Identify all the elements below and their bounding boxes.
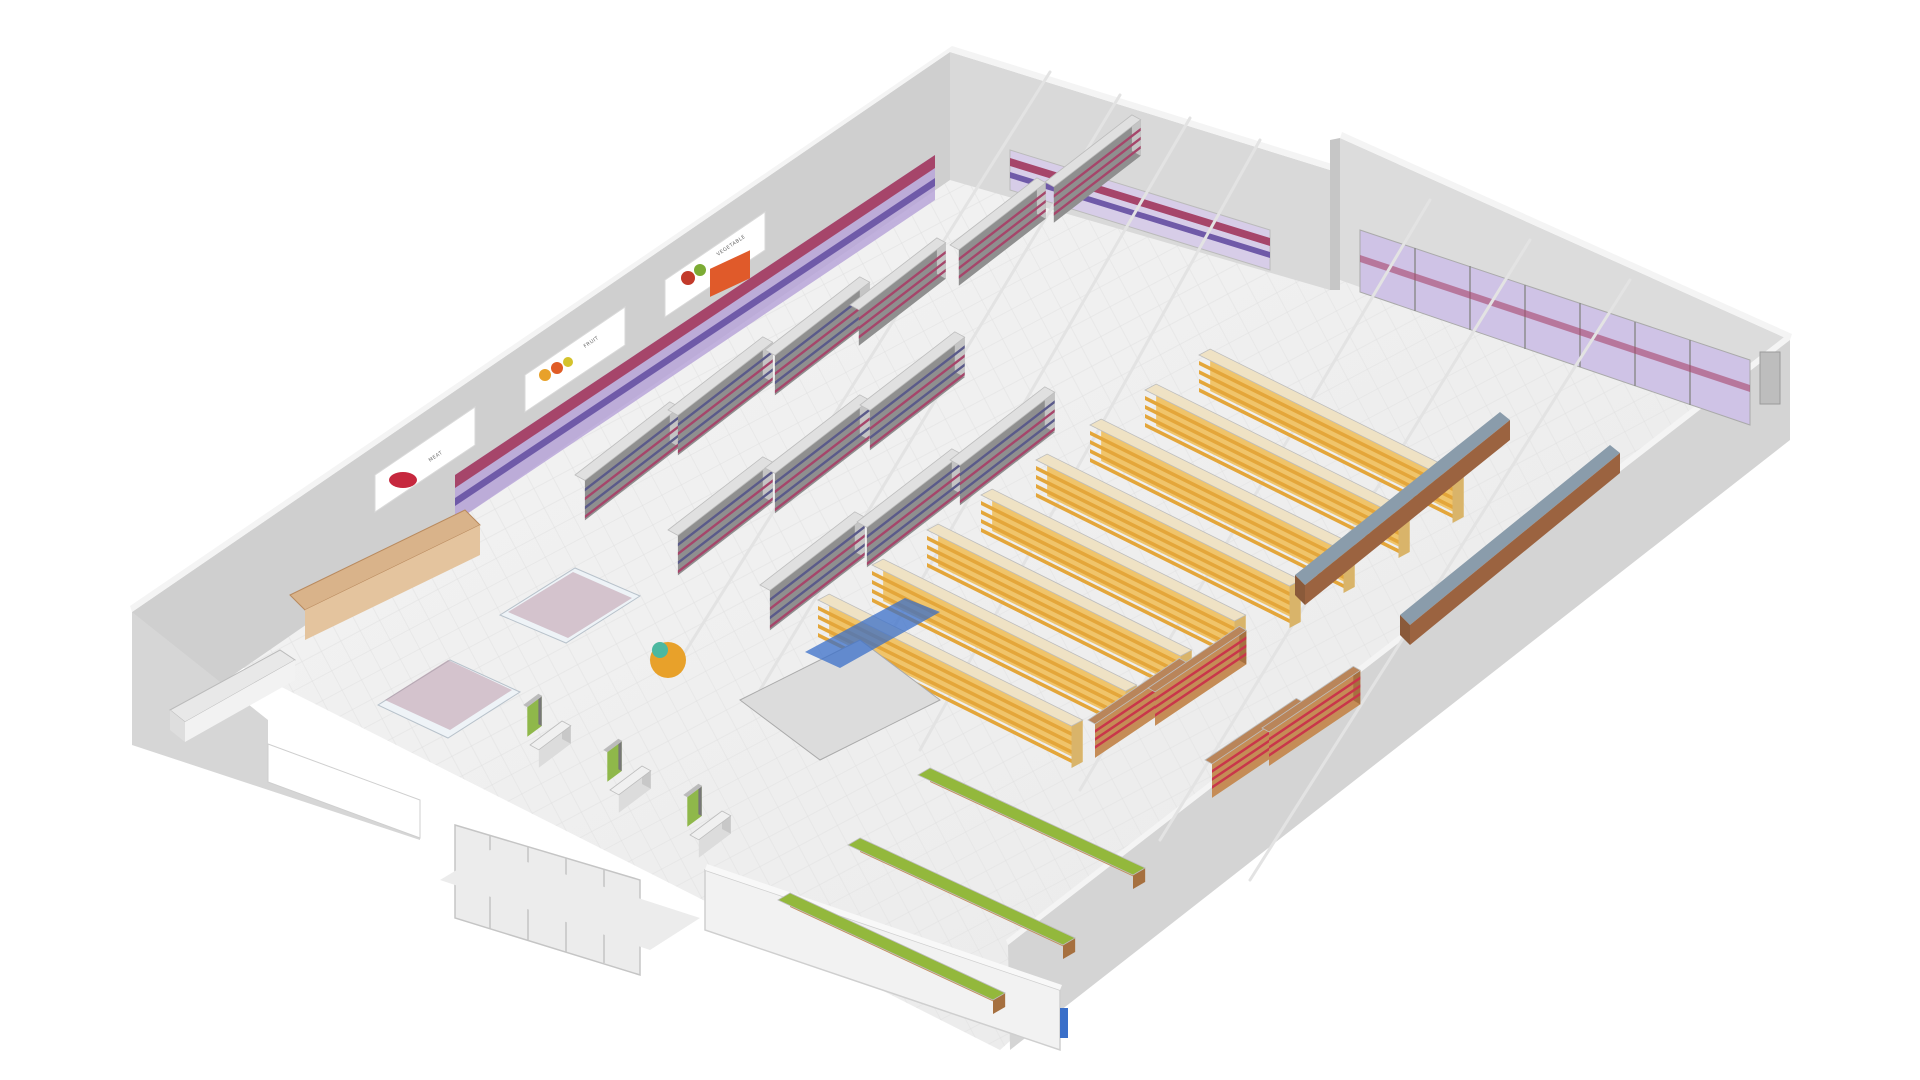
grey-shelf-3 — [667, 456, 774, 576]
vegetable-tables — [777, 767, 1146, 1014]
grocery-shelf-2 — [926, 523, 1193, 698]
wall-bins — [169, 509, 481, 742]
deli-counter-2 — [1400, 445, 1620, 645]
promo-displays — [650, 250, 941, 761]
checkout-counter-2 — [689, 810, 732, 858]
grocery-shelf-6 — [1144, 383, 1411, 558]
grey-shelf-8 — [949, 386, 1056, 506]
vegetable-table-1 — [847, 837, 1076, 959]
checkout-rack-2 — [683, 783, 703, 827]
checkout-counter-0 — [529, 720, 572, 768]
checkout-counter-1 — [609, 765, 652, 813]
wall-signs: MEAT FRUIT VEGETABLE — [374, 211, 766, 513]
grey-shelf-1 — [667, 336, 774, 456]
entrance-step — [440, 850, 700, 950]
meat-icon — [389, 472, 417, 488]
checkout-rack-1 — [603, 738, 623, 782]
wood-rack-1 — [1147, 625, 1248, 726]
grey-shelf-9 — [849, 237, 947, 346]
grey-shelf-4 — [764, 394, 871, 514]
fruit-icon — [539, 369, 551, 381]
chest-freezers — [376, 567, 642, 739]
grocery-shelf-3 — [980, 488, 1247, 663]
wooden-display-racks — [1087, 625, 1362, 798]
vegetable-table-2 — [777, 892, 1006, 1014]
vegetable-sign: VEGETABLE — [664, 211, 766, 318]
left-wall-drinks-shelf — [455, 155, 935, 522]
grocery-shelf-5 — [1089, 418, 1356, 593]
fruit-sign: FRUIT — [524, 306, 626, 413]
grocery-shelves — [817, 348, 1465, 768]
wood-rack-3 — [1261, 665, 1362, 766]
meat-sign: MEAT — [374, 406, 476, 513]
vegetable-table-0 — [917, 767, 1146, 889]
control-panel-icon — [1060, 1008, 1068, 1038]
vegetable-icon — [681, 271, 695, 285]
deli-counter-1 — [1295, 412, 1510, 605]
grey-shelf-11 — [1044, 114, 1142, 223]
grocery-shelf-4 — [1035, 453, 1302, 628]
grey-shelf-6 — [759, 511, 866, 631]
grey-shelf-2 — [764, 276, 871, 396]
checkout-rack-0 — [523, 693, 543, 737]
grey-shelf-5 — [859, 331, 966, 451]
deli-counters — [1295, 412, 1620, 645]
grey-shelf-10 — [949, 177, 1047, 286]
checkout-counters — [523, 693, 732, 858]
grey-gondola-shelves — [574, 114, 1142, 631]
grocery-shelf-7 — [1198, 348, 1465, 523]
